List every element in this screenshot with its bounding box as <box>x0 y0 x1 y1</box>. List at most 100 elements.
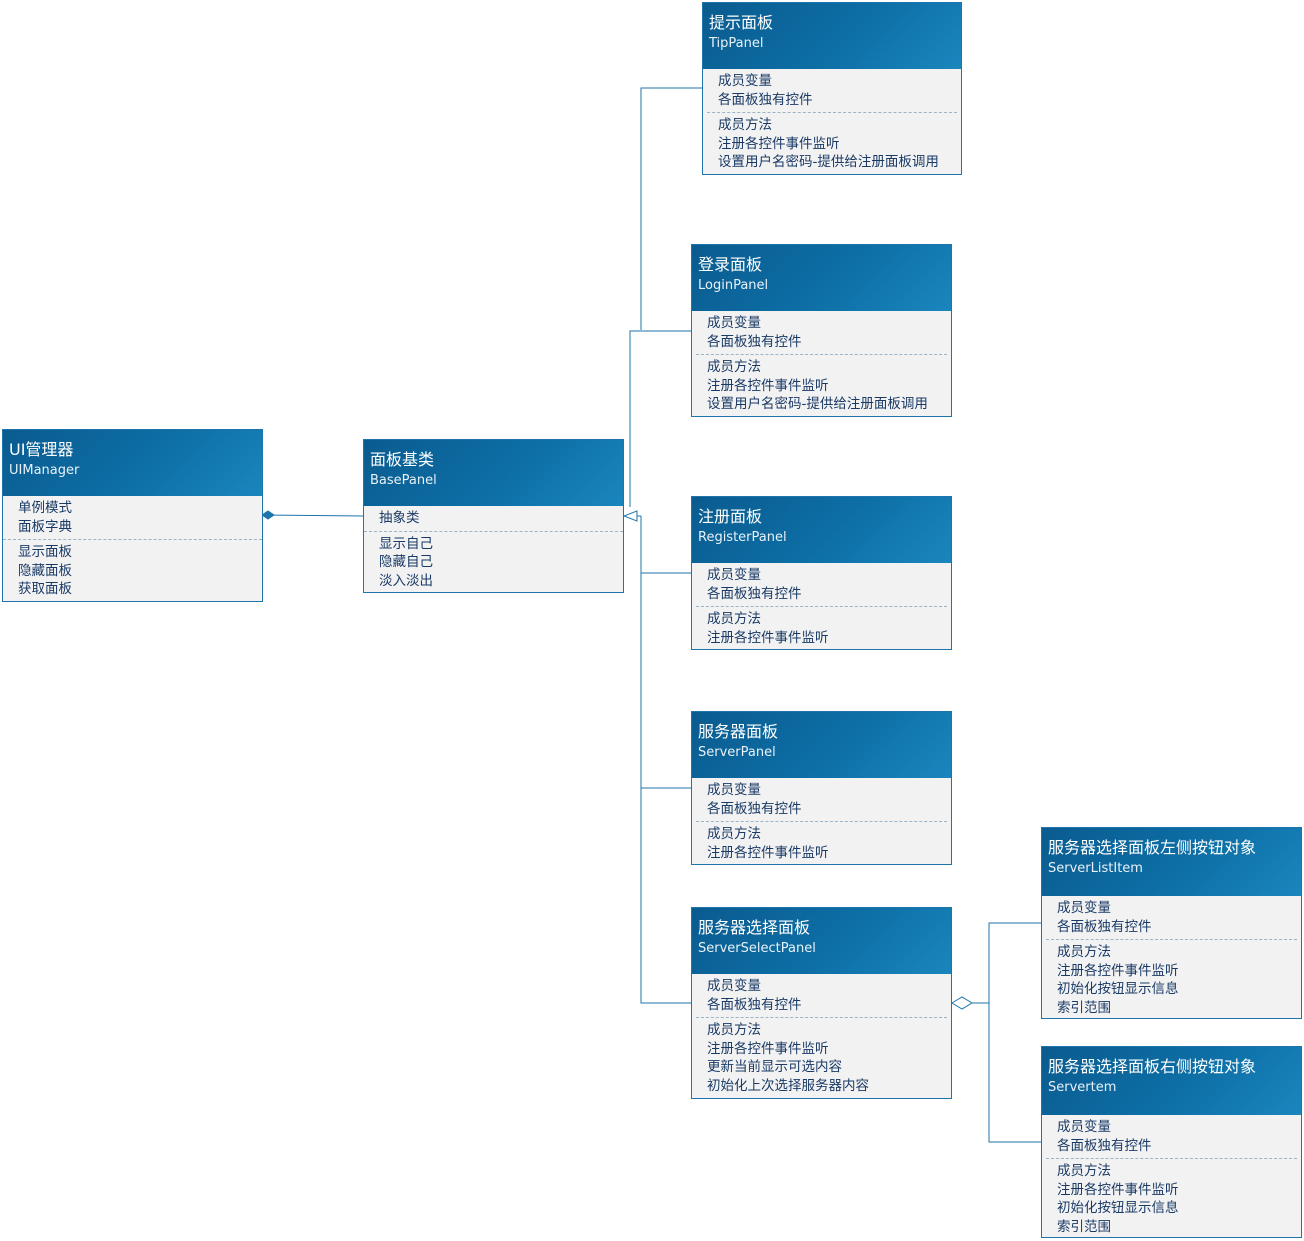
class-title: 服务器选择面板右侧按钮对象 <box>1048 1057 1257 1076</box>
member-item: 各面板独有控件 <box>707 585 802 602</box>
class-box-server-panel: 服务器面板 ServerPanel 成员变量 各面板独有控件 成员方法 注册各控… <box>691 711 952 865</box>
class-title: 注册面板 <box>698 507 763 526</box>
class-header: 服务器面板 ServerPanel <box>692 712 951 778</box>
class-header: UI管理器 UIManager <box>3 430 262 496</box>
class-title: 登录面板 <box>698 255 763 274</box>
members-section: 成员变量 各面板独有控件 <box>692 974 951 1017</box>
class-box-server-list-item: 服务器选择面板左侧按钮对象 ServerListItem 成员变量 各面板独有控… <box>1041 827 1302 1019</box>
method-item: 注册各控件事件监听 <box>1057 962 1179 979</box>
method-item: 隐藏自己 <box>379 554 433 571</box>
member-item: 各面板独有控件 <box>1057 918 1152 935</box>
class-name: BasePanel <box>370 473 437 488</box>
method-item: 显示自己 <box>379 535 433 552</box>
method-item: 索引范围 <box>1057 1218 1111 1235</box>
method-item: 成员方法 <box>1057 1163 1111 1180</box>
members-section: 成员变量 各面板独有控件 <box>703 69 961 112</box>
class-box-login-panel: 登录面板 LoginPanel 成员变量 各面板独有控件 成员方法 注册各控件事… <box>691 244 952 417</box>
methods-section: 成员方法 注册各控件事件监听 初始化按钮显示信息 索引范围 <box>1046 939 1297 1020</box>
composition-diamond <box>261 510 275 520</box>
method-item: 索引范围 <box>1057 999 1111 1016</box>
members-section: 成员变量 各面板独有控件 <box>692 778 951 821</box>
member-item: 成员变量 <box>1057 1119 1111 1135</box>
method-item: 成员方法 <box>718 117 772 134</box>
aggregation-diamond <box>951 996 973 1010</box>
method-item: 注册各控件事件监听 <box>707 629 829 646</box>
class-header: 面板基类 BasePanel <box>364 440 623 506</box>
inheritance-line-login <box>629 330 692 507</box>
class-name: Servertem <box>1048 1080 1117 1095</box>
class-box-register-panel: 注册面板 RegisterPanel 成员变量 各面板独有控件 成员方法 注册各… <box>691 496 952 650</box>
method-item: 更新当前显示可选内容 <box>707 1059 842 1076</box>
composition-line <box>262 514 365 517</box>
class-header: 登录面板 LoginPanel <box>692 245 951 311</box>
class-name: ServerListItem <box>1048 861 1143 876</box>
method-item: 注册各控件事件监听 <box>1057 1181 1179 1198</box>
class-name: TipPanel <box>709 36 764 51</box>
method-item: 设置用户名密码-提供给注册面板调用 <box>707 396 928 413</box>
class-title: 服务器选择面板 <box>698 918 811 937</box>
method-item: 成员方法 <box>707 826 761 843</box>
methods-section: 成员方法 注册各控件事件监听 初始化按钮显示信息 索引范围 <box>1046 1158 1297 1239</box>
method-item: 隐藏面板 <box>18 562 72 579</box>
member-item: 成员变量 <box>707 978 761 994</box>
method-item: 成员方法 <box>707 611 761 628</box>
class-name: LoginPanel <box>698 278 769 293</box>
methods-section: 成员方法 注册各控件事件监听 设置用户名密码-提供给注册面板调用 <box>696 354 947 417</box>
class-title: UI管理器 <box>9 440 74 459</box>
member-item: 各面板独有控件 <box>1057 1137 1152 1154</box>
method-item: 初始化按钮显示信息 <box>1057 1200 1179 1217</box>
methods-section: 显示面板 隐藏面板 获取面板 <box>3 539 262 602</box>
methods-section: 成员方法 注册各控件事件监听 更新当前显示可选内容 初始化上次选择服务器内容 <box>696 1017 947 1098</box>
method-item: 注册各控件事件监听 <box>707 844 829 861</box>
class-name: ServerPanel <box>698 745 776 760</box>
method-item: 成员方法 <box>1057 944 1111 961</box>
class-header: 提示面板 TipPanel <box>703 3 961 69</box>
method-item: 淡入淡出 <box>379 572 433 589</box>
member-item: 各面板独有控件 <box>707 800 802 817</box>
class-title: 服务器面板 <box>698 722 779 741</box>
class-name: ServerSelectPanel <box>698 941 816 956</box>
method-item: 初始化按钮显示信息 <box>1057 981 1179 998</box>
member-item: 各面板独有控件 <box>707 333 802 350</box>
member-item: 各面板独有控件 <box>718 91 813 108</box>
class-title: 提示面板 <box>709 13 774 32</box>
member-item: 成员变量 <box>1057 900 1111 916</box>
method-item: 显示面板 <box>18 544 72 561</box>
methods-section: 成员方法 注册各控件事件监听 <box>696 606 947 650</box>
members-section: 抽象类 <box>364 506 623 531</box>
class-box-server-select-panel: 服务器选择面板 ServerSelectPanel 成员变量 各面板独有控件 成… <box>691 907 952 1099</box>
member-item: 抽象类 <box>379 510 420 526</box>
member-item: 成员变量 <box>707 315 761 331</box>
class-box-ui-manager: UI管理器 UIManager 单例模式 面板字典 显示面板 隐藏面板 获取面板 <box>2 429 263 602</box>
class-name: RegisterPanel <box>698 530 787 545</box>
members-section: 成员变量 各面板独有控件 <box>1042 1115 1301 1158</box>
class-box-server-item: 服务器选择面板右侧按钮对象 Servertem 成员变量 各面板独有控件 成员方… <box>1041 1046 1302 1238</box>
method-item: 注册各控件事件监听 <box>707 1040 829 1057</box>
method-item: 获取面板 <box>18 581 72 598</box>
class-title: 面板基类 <box>370 450 435 469</box>
method-item: 设置用户名密码-提供给注册面板调用 <box>718 154 939 171</box>
members-section: 成员变量 各面板独有控件 <box>692 311 951 354</box>
inheritance-line-others <box>640 516 692 1004</box>
class-box-tip-panel: 提示面板 TipPanel 成员变量 各面板独有控件 成员方法 注册各控件事件监… <box>702 2 962 175</box>
methods-section: 成员方法 注册各控件事件监听 <box>696 821 947 865</box>
member-item: 各面板独有控件 <box>707 996 802 1013</box>
method-item: 初始化上次选择服务器内容 <box>707 1077 869 1094</box>
methods-section: 成员方法 注册各控件事件监听 设置用户名密码-提供给注册面板调用 <box>707 112 957 175</box>
member-item: 面板字典 <box>18 518 72 535</box>
methods-section: 显示自己 隐藏自己 淡入淡出 <box>364 530 623 594</box>
class-header: 服务器选择面板 ServerSelectPanel <box>692 908 951 974</box>
class-header: 注册面板 RegisterPanel <box>692 497 951 563</box>
method-item: 注册各控件事件监听 <box>707 377 829 394</box>
members-section: 单例模式 面板字典 <box>3 496 262 539</box>
aggregation-line-branches <box>988 922 1042 1143</box>
method-item: 成员方法 <box>707 359 761 376</box>
member-item: 成员变量 <box>707 567 761 583</box>
members-section: 成员变量 各面板独有控件 <box>1042 896 1301 939</box>
class-name: UIManager <box>9 463 80 478</box>
member-item: 单例模式 <box>18 500 72 516</box>
class-header: 服务器选择面板右侧按钮对象 Servertem <box>1042 1047 1301 1115</box>
members-section: 成员变量 各面板独有控件 <box>692 563 951 606</box>
class-box-base-panel: 面板基类 BasePanel 抽象类 显示自己 隐藏自己 淡入淡出 <box>363 439 624 593</box>
method-item: 注册各控件事件监听 <box>718 135 840 152</box>
